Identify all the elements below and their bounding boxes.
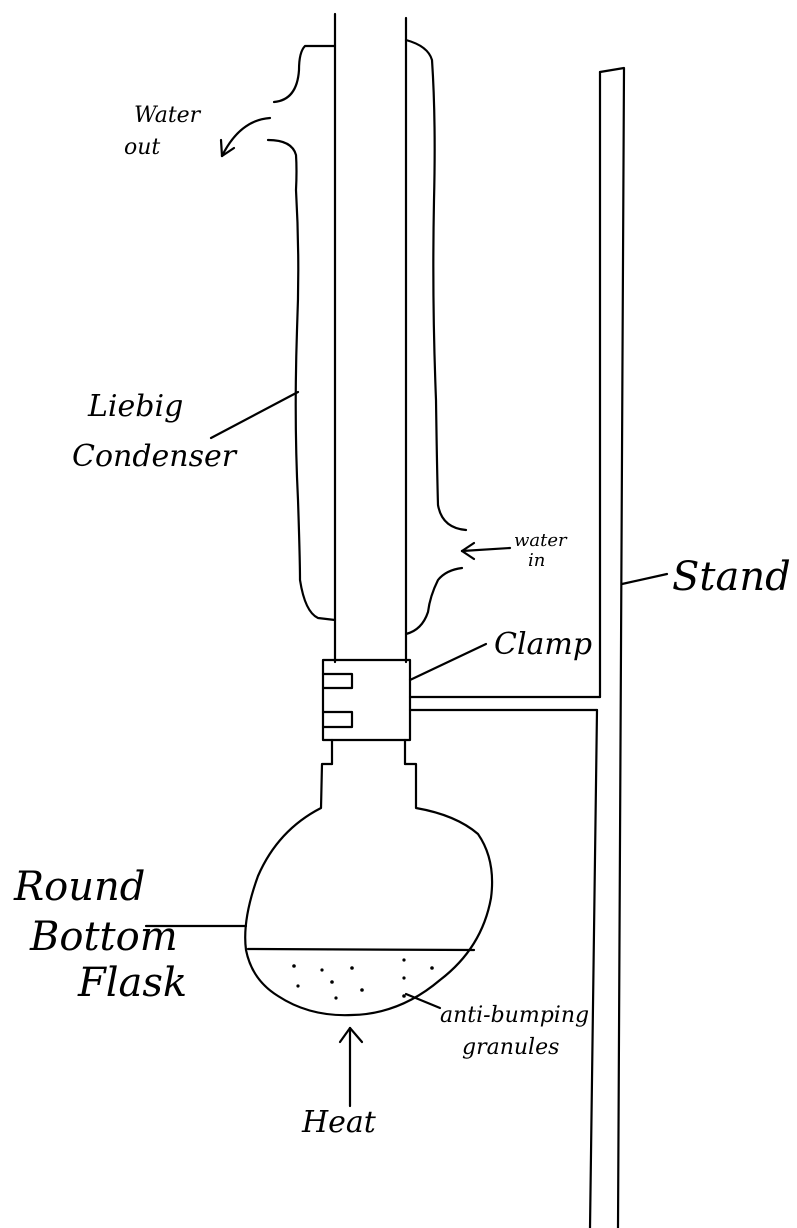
condenser-water-jacket-right bbox=[404, 38, 468, 636]
label-water-out-line1: Water bbox=[134, 103, 202, 128]
label-flask-line2: Bottom bbox=[29, 914, 178, 960]
label-water-in-line1: water bbox=[514, 530, 568, 551]
label-liebig-line1: Liebig bbox=[87, 389, 183, 424]
anti-bumping-granules bbox=[292, 958, 434, 1000]
clamp-leader-line bbox=[408, 642, 488, 682]
label-stand: Stand bbox=[672, 554, 791, 600]
label-water-in-line2: in bbox=[528, 550, 545, 571]
clamp bbox=[321, 658, 412, 742]
label-water-out-line2: out bbox=[124, 135, 160, 160]
water-out-arrow bbox=[219, 116, 272, 158]
label-clamp: Clamp bbox=[494, 627, 592, 662]
water-in-arrow bbox=[460, 541, 512, 561]
granules-leader-line bbox=[404, 992, 442, 1010]
label-flask-line1: Round bbox=[13, 864, 145, 910]
retort-stand bbox=[588, 66, 626, 1228]
stand-leader-line bbox=[620, 572, 669, 586]
label-flask-line3: Flask bbox=[77, 960, 187, 1006]
condenser-inner-tube bbox=[333, 12, 408, 664]
clamp-arm bbox=[408, 695, 602, 712]
heat-arrow bbox=[338, 1026, 364, 1108]
label-granules-line2: granules bbox=[462, 1035, 559, 1060]
label-liebig-line2: Condenser bbox=[72, 439, 238, 474]
condenser-leader-line bbox=[209, 390, 300, 440]
label-granules-line1: anti-bumping bbox=[440, 1003, 589, 1028]
round-bottom-flask bbox=[244, 738, 494, 1017]
liquid-level bbox=[246, 947, 476, 952]
condenser-water-jacket-left bbox=[266, 44, 337, 622]
label-heat: Heat bbox=[301, 1105, 377, 1140]
